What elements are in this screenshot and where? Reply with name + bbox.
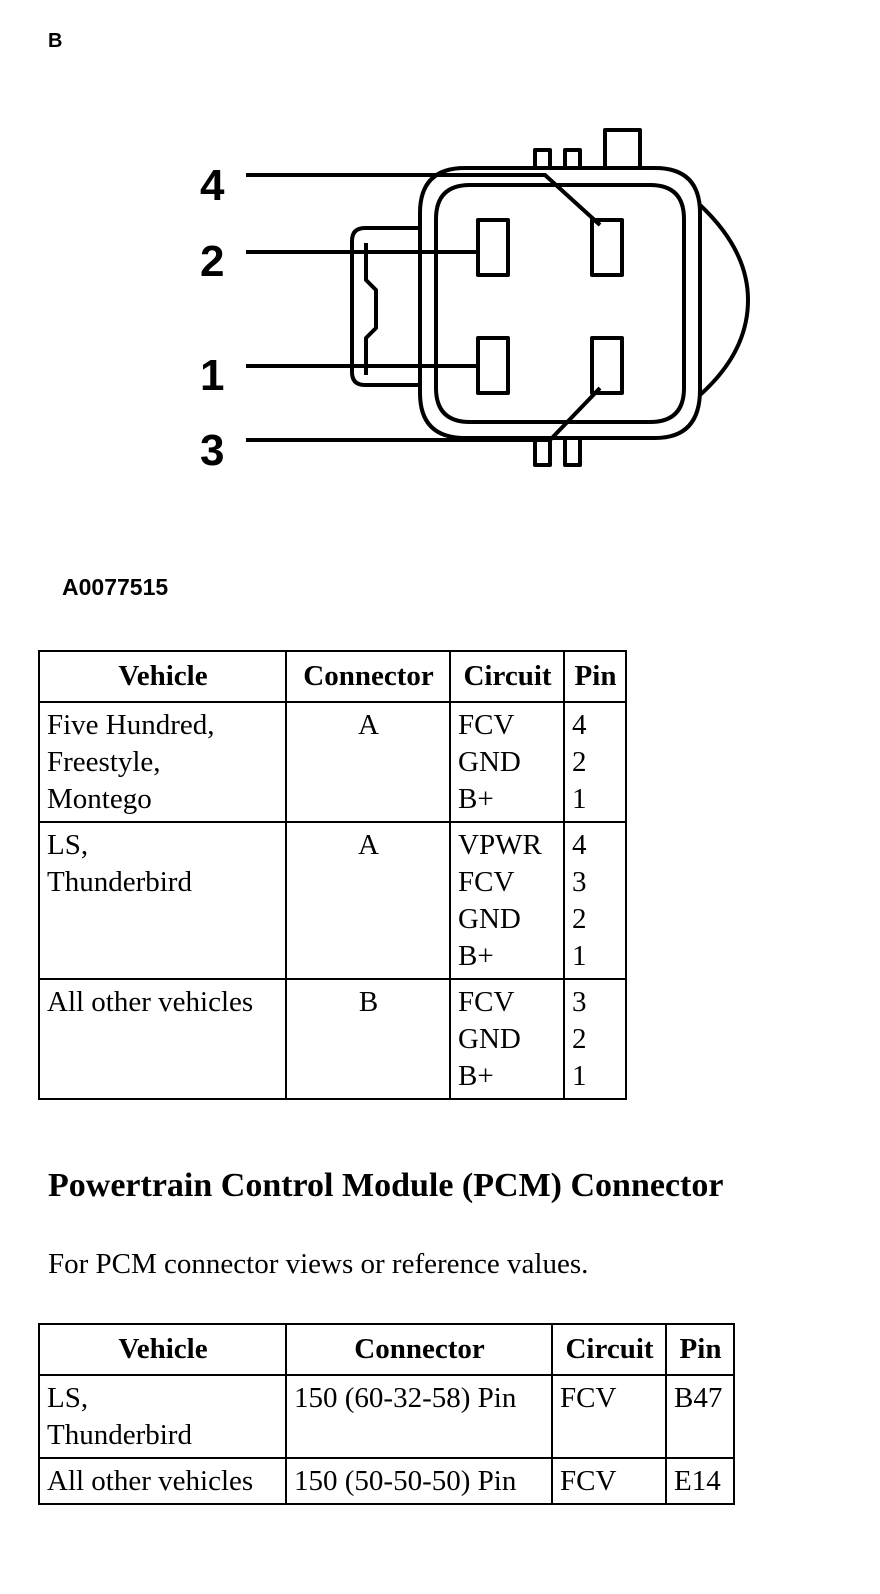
- terminal-2: [476, 218, 510, 277]
- column-header: Circuit: [551, 1323, 667, 1376]
- connector-diagram: 4 2 1 3: [200, 128, 750, 475]
- column-header: Vehicle: [38, 650, 287, 703]
- circuit-cell: VPWR FCV GND B+: [449, 821, 565, 980]
- vehicle-line: Montego: [47, 783, 152, 815]
- column-header: Vehicle: [38, 1323, 287, 1376]
- pin-label-4: 4: [200, 161, 225, 210]
- circuit-cell: FCV: [551, 1374, 667, 1459]
- vehicle-cell: Five Hundred, Freestyle, Montego: [38, 701, 287, 823]
- circuit-line: FCV: [458, 709, 515, 741]
- section-heading: Powertrain Control Module (PCM) Connecto…: [48, 1167, 724, 1204]
- connector-cell: A: [285, 701, 451, 823]
- pin-line: 3: [572, 866, 587, 898]
- connector-key-bottom: [533, 438, 552, 467]
- connector-pin-table: Vehicle Connector Circuit Pin Five Hundr…: [38, 650, 627, 1100]
- terminal-3: [590, 336, 624, 395]
- pin-line: 1: [572, 783, 587, 815]
- circuit-line: B+: [458, 1060, 494, 1092]
- vehicle-cell: All other vehicles: [38, 978, 287, 1100]
- connector-cell: A: [285, 821, 451, 980]
- pin-line: 1: [572, 940, 587, 972]
- connector-line: 150 (50-50-50) Pin: [294, 1465, 517, 1497]
- pin-line: 2: [572, 1023, 587, 1055]
- table-row: All other vehicles 150 (50-50-50) Pin FC…: [38, 1457, 735, 1505]
- circuit-cell: FCV GND B+: [449, 701, 565, 823]
- circuit-line: GND: [458, 746, 521, 778]
- pin-label-2: 2: [200, 237, 224, 286]
- pin-line: 4: [572, 829, 587, 861]
- table-row: LS, Thunderbird A VPWR FCV GND B+ 4 3 2 …: [38, 821, 627, 980]
- leader-line-3: [246, 386, 602, 442]
- vehicle-line: All other vehicles: [47, 1465, 254, 1497]
- pin-line: 1: [572, 1060, 587, 1092]
- pin-cell: 4 3 2 1: [563, 821, 627, 980]
- circuit-cell: FCV GND B+: [449, 978, 565, 1100]
- table-row: LS, Thunderbird 150 (60-32-58) Pin FCV B…: [38, 1374, 735, 1459]
- pin-cell: E14: [665, 1457, 735, 1505]
- pin-cell: B47: [665, 1374, 735, 1459]
- pin-cell: 3 2 1: [563, 978, 627, 1100]
- section-note: For PCM connector views or reference val…: [48, 1248, 589, 1280]
- connector-inner-housing: [434, 183, 686, 424]
- column-header: Connector: [285, 650, 451, 703]
- vehicle-line: LS,: [47, 829, 89, 861]
- table-header-row: Vehicle Connector Circuit Pin: [38, 1323, 735, 1376]
- connector-bulge-right: [698, 203, 750, 397]
- vehicle-line: Freestyle,: [47, 746, 161, 778]
- circuit-line: GND: [458, 903, 521, 935]
- vehicle-line: Five Hundred,: [47, 709, 215, 741]
- table-row: All other vehicles B FCV GND B+ 3 2 1: [38, 978, 627, 1100]
- figure-id: A0077515: [62, 574, 169, 600]
- pin-line: 4: [572, 709, 587, 741]
- column-header: Pin: [665, 1323, 735, 1376]
- pin-label-3: 3: [200, 426, 224, 475]
- figure-letter: B: [48, 30, 63, 52]
- vehicle-line: Thunderbird: [47, 866, 192, 898]
- connector-cell: 150 (60-32-58) Pin: [285, 1374, 553, 1459]
- connector-latch-left: [350, 226, 420, 387]
- vehicle-line: Thunderbird: [47, 1419, 192, 1451]
- connector-cell: 150 (50-50-50) Pin: [285, 1457, 553, 1505]
- pcm-pin-table: Vehicle Connector Circuit Pin LS, Thunde…: [38, 1323, 735, 1505]
- vehicle-cell: LS, Thunderbird: [38, 821, 287, 980]
- circuit-cell: FCV: [551, 1457, 667, 1505]
- pin-label-1: 1: [200, 351, 224, 400]
- table-row: Five Hundred, Freestyle, Montego A FCV G…: [38, 701, 627, 823]
- column-header: Pin: [563, 650, 627, 703]
- circuit-line: B+: [458, 940, 494, 972]
- terminal-4: [590, 218, 624, 277]
- circuit-line: B+: [458, 783, 494, 815]
- table-header-row: Vehicle Connector Circuit Pin: [38, 650, 627, 703]
- connector-line: 150 (60-32-58) Pin: [294, 1382, 517, 1414]
- vehicle-line: All other vehicles: [47, 986, 254, 1018]
- pin-cell: 4 2 1: [563, 701, 627, 823]
- column-header: Circuit: [449, 650, 565, 703]
- pin-line: 2: [572, 746, 587, 778]
- connector-key-top: [533, 148, 552, 168]
- pin-line: 3: [572, 986, 587, 1018]
- circuit-line: FCV: [458, 986, 515, 1018]
- vehicle-line: LS,: [47, 1382, 89, 1414]
- leader-line-4: [246, 173, 602, 227]
- circuit-line: GND: [458, 1023, 521, 1055]
- circuit-line: VPWR: [458, 829, 542, 861]
- vehicle-cell: All other vehicles: [38, 1457, 287, 1505]
- terminal-1: [476, 336, 510, 395]
- column-header: Connector: [285, 1323, 553, 1376]
- pin-line: 2: [572, 903, 587, 935]
- vehicle-cell: LS, Thunderbird: [38, 1374, 287, 1459]
- connector-outer-housing: [418, 166, 702, 440]
- connector-cell: B: [285, 978, 451, 1100]
- circuit-line: FCV: [458, 866, 515, 898]
